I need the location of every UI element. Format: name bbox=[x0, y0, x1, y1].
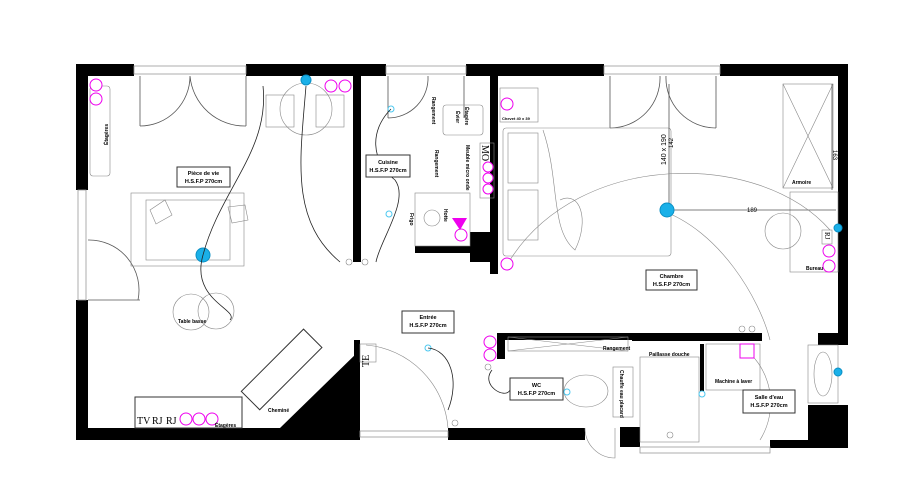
room-label-living: Pièce de vie H.S.F.P 270cm bbox=[176, 166, 231, 188]
spot-light-icon bbox=[698, 390, 706, 398]
room-height: H.S.F.P 270cm bbox=[518, 391, 555, 397]
spot-light-icon bbox=[385, 210, 393, 218]
room-label-bedroom: Chambre H.S.F.P 270cm bbox=[645, 269, 698, 291]
outlet-icon bbox=[482, 183, 494, 195]
fireplace bbox=[240, 328, 323, 411]
outlet-icon bbox=[89, 78, 103, 92]
spot-light-icon bbox=[387, 105, 395, 113]
bed bbox=[502, 127, 672, 257]
room-label-wc: WC H.S.F.P 270cm bbox=[509, 377, 564, 401]
room-name: Cuisine bbox=[378, 160, 398, 166]
outlet-icon bbox=[822, 259, 836, 273]
shelves-label: Étagères bbox=[102, 124, 110, 145]
dimension-label: 142 bbox=[669, 137, 675, 148]
outlet-icon bbox=[500, 97, 514, 111]
ceiling-light-icon bbox=[659, 202, 675, 218]
outlet-icon bbox=[739, 343, 755, 359]
fireplace-label: Cheminé bbox=[268, 408, 289, 414]
armchair bbox=[315, 94, 345, 128]
spot-light-icon bbox=[424, 344, 432, 352]
wall-light-icon bbox=[833, 223, 843, 233]
tv-label: TV bbox=[137, 416, 151, 427]
wiring bbox=[200, 85, 756, 427]
outlet-icon bbox=[483, 348, 497, 362]
room-height: H.S.F.P 270cm bbox=[653, 282, 690, 288]
washing-machine-label: Machine à laver bbox=[715, 379, 752, 385]
storage-label: Rangement bbox=[430, 97, 436, 125]
sofa bbox=[130, 192, 245, 267]
outlets bbox=[89, 78, 836, 426]
shower-tray-label: Paillasse douche bbox=[649, 352, 690, 358]
outlet-icon bbox=[192, 412, 206, 426]
rj-label: RJ bbox=[166, 416, 177, 427]
room-name: Pièce de vie bbox=[188, 171, 220, 177]
water-heater bbox=[612, 366, 634, 418]
nightstand bbox=[499, 87, 539, 123]
room-name: Entrée bbox=[419, 315, 436, 321]
windows bbox=[77, 65, 771, 454]
storage-label: Rangement bbox=[603, 346, 631, 352]
outlet-icon bbox=[338, 79, 352, 93]
bed-size-label: 140 x 190 bbox=[661, 134, 668, 165]
te-label: TE bbox=[361, 355, 372, 367]
shelf-label: Étagère bbox=[463, 107, 471, 126]
furniture bbox=[89, 82, 839, 443]
spot-light-icon bbox=[563, 388, 571, 396]
fridge-label: Frigo bbox=[408, 213, 414, 226]
outlet-icon bbox=[822, 244, 836, 258]
cooktop-area bbox=[414, 192, 471, 247]
furniture-labels: Étagères Table basse Cheminé TE TV RJ RJ… bbox=[102, 97, 837, 429]
walls bbox=[76, 64, 848, 448]
outlet-icon bbox=[500, 257, 514, 271]
desk-label: Bureau bbox=[806, 266, 823, 272]
outlet-icon bbox=[205, 412, 219, 426]
rj-label: RJ bbox=[823, 232, 831, 240]
outlet-icon bbox=[454, 228, 468, 242]
room-label-entry: Entrée H.S.F.P 270cm bbox=[401, 310, 455, 334]
room-height: H.S.F.P 270cm bbox=[750, 403, 787, 409]
toilet bbox=[563, 374, 609, 408]
outlet-icon bbox=[482, 161, 494, 173]
outlet-icon bbox=[483, 335, 497, 349]
room-name: WC bbox=[532, 383, 541, 389]
coffee-table-label: Table basse bbox=[178, 319, 206, 325]
shower-tray bbox=[639, 356, 700, 443]
microwave-cabinet-label: Meuble micro onde bbox=[464, 145, 470, 191]
shelves-label: Étagères bbox=[215, 421, 236, 429]
wardrobe-label: Armoire bbox=[792, 180, 811, 186]
outlet-icon bbox=[482, 172, 494, 184]
armchair bbox=[265, 94, 295, 128]
sink bbox=[442, 104, 484, 136]
room-name: Chambre bbox=[660, 274, 684, 280]
room-name: Salle d'eau bbox=[755, 395, 784, 401]
outlet-icon bbox=[324, 79, 338, 93]
rj-label: RJ bbox=[152, 416, 163, 427]
sink-label: Évier bbox=[454, 111, 462, 123]
room-height: H.S.F.P 270cm bbox=[409, 323, 446, 329]
room-label-kitchen: Cuisine H.S.F.P 270cm bbox=[365, 154, 411, 178]
room-height: H.S.F.P 270cm bbox=[185, 179, 222, 185]
dimension-label: 189 bbox=[747, 208, 758, 214]
mo-label: MO bbox=[479, 145, 490, 161]
outlet-icon bbox=[89, 92, 103, 106]
wall-light-icon bbox=[833, 367, 843, 377]
washbasin bbox=[807, 344, 839, 404]
nightstand-label: Chevet 40 x 39 bbox=[502, 116, 531, 121]
wall-light-icon bbox=[300, 74, 312, 86]
room-height: H.S.F.P 270cm bbox=[369, 168, 406, 174]
hood-outlet-icon bbox=[452, 218, 467, 230]
room-label-bathroom: Salle d'eau H.S.F.P 270cm bbox=[742, 389, 796, 414]
washing-machine-space bbox=[705, 343, 761, 391]
hood-label: Hotte bbox=[442, 209, 448, 222]
storage-label: Rangement bbox=[433, 150, 439, 178]
wardrobe bbox=[782, 83, 834, 189]
dimension-label: 163 bbox=[831, 150, 837, 161]
coffee-table bbox=[172, 293, 210, 331]
outlet-icon bbox=[179, 412, 193, 426]
water-heater-label: Chauffe eau placard bbox=[618, 370, 624, 418]
